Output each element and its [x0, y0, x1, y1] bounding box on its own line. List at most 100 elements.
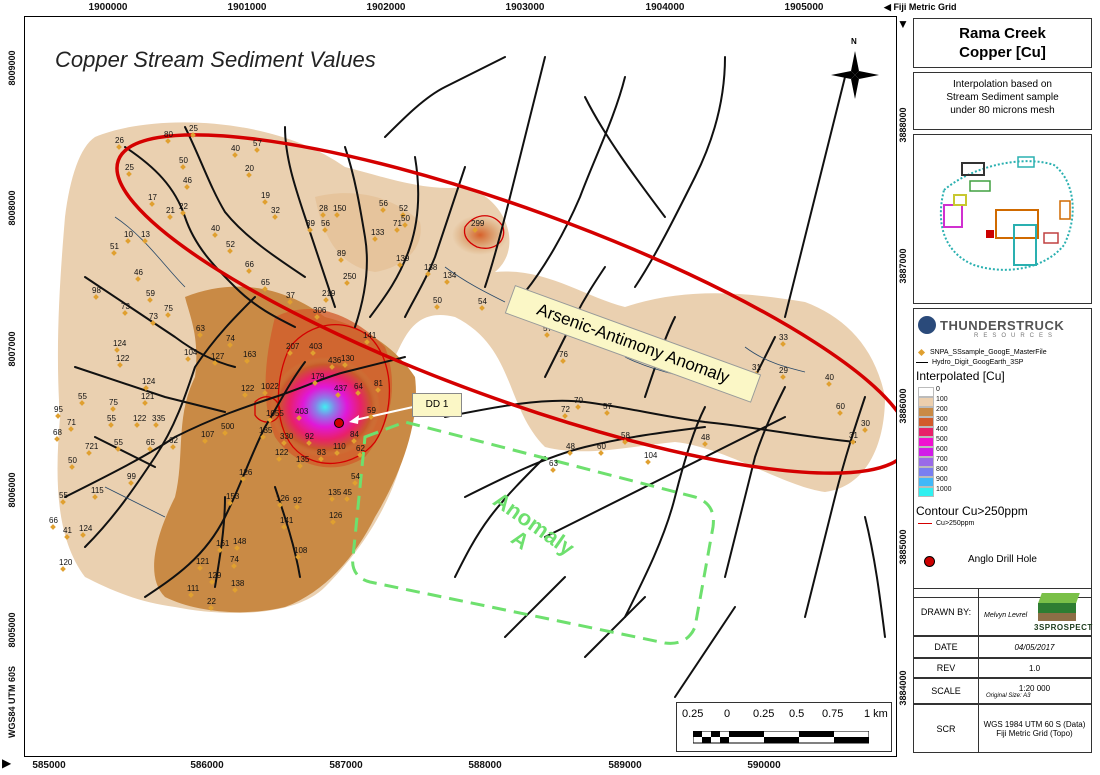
- sample-point[interactable]: [185, 356, 191, 362]
- sample-point[interactable]: [147, 297, 153, 303]
- sample-point[interactable]: [330, 519, 336, 525]
- sample-point[interactable]: [314, 314, 320, 320]
- sample-point[interactable]: [372, 236, 378, 242]
- sample-point[interactable]: [108, 422, 114, 428]
- sample-point[interactable]: [254, 147, 260, 153]
- sample-point[interactable]: [780, 341, 786, 347]
- sample-point[interactable]: [780, 374, 786, 380]
- sample-point[interactable]: [116, 144, 122, 150]
- sample-point[interactable]: [114, 347, 120, 353]
- sample-point[interactable]: [110, 406, 116, 412]
- sample-point[interactable]: [434, 304, 440, 310]
- sample-point[interactable]: [180, 210, 186, 216]
- sample-point[interactable]: [184, 184, 190, 190]
- sample-point[interactable]: [122, 310, 128, 316]
- sample-point[interactable]: [227, 248, 233, 254]
- sample-point[interactable]: [375, 387, 381, 393]
- sample-point[interactable]: [837, 410, 843, 416]
- sample-point[interactable]: [307, 227, 313, 233]
- sample-point[interactable]: [212, 232, 218, 238]
- sample-point[interactable]: [598, 450, 604, 456]
- sample-point[interactable]: [125, 238, 131, 244]
- sample-point[interactable]: [170, 444, 176, 450]
- sample-point[interactable]: [295, 554, 301, 560]
- sample-point[interactable]: [167, 214, 173, 220]
- sample-point[interactable]: [323, 297, 329, 303]
- sample-point[interactable]: [281, 440, 287, 446]
- sample-point[interactable]: [479, 305, 485, 311]
- sample-point[interactable]: [134, 422, 140, 428]
- sample-point[interactable]: [322, 227, 328, 233]
- sample-point[interactable]: [604, 410, 610, 416]
- sample-point[interactable]: [227, 342, 233, 348]
- sample-point[interactable]: [380, 207, 386, 213]
- sample-point[interactable]: [142, 400, 148, 406]
- sample-point[interactable]: [246, 268, 252, 274]
- sample-point[interactable]: [368, 414, 374, 420]
- sample-point[interactable]: [232, 587, 238, 593]
- sample-point[interactable]: [209, 579, 215, 585]
- sample-point[interactable]: [306, 440, 312, 446]
- sample-point[interactable]: [212, 360, 218, 366]
- sample-point[interactable]: [188, 592, 194, 598]
- sample-point[interactable]: [143, 385, 149, 391]
- sample-point[interactable]: [92, 494, 98, 500]
- sample-point[interactable]: [294, 504, 300, 510]
- sample-point[interactable]: [149, 201, 155, 207]
- sample-point[interactable]: [227, 500, 233, 506]
- sample-point[interactable]: [334, 212, 340, 218]
- sample-point[interactable]: [142, 238, 148, 244]
- sample-point[interactable]: [826, 381, 832, 387]
- sample-point[interactable]: [135, 276, 141, 282]
- sample-point[interactable]: [329, 364, 335, 370]
- sample-point[interactable]: [202, 438, 208, 444]
- sample-point[interactable]: [550, 467, 556, 473]
- sample-point[interactable]: [850, 439, 856, 445]
- sample-point[interactable]: [544, 332, 550, 338]
- sample-point[interactable]: [80, 532, 86, 538]
- sample-point[interactable]: [231, 563, 237, 569]
- sample-point[interactable]: [260, 434, 266, 440]
- sample-point[interactable]: [222, 430, 228, 436]
- sample-point[interactable]: [242, 392, 248, 398]
- sample-point[interactable]: [50, 524, 56, 530]
- sample-point[interactable]: [862, 427, 868, 433]
- sample-point[interactable]: [335, 392, 341, 398]
- sample-point[interactable]: [64, 534, 70, 540]
- sample-point[interactable]: [296, 415, 302, 421]
- sample-point[interactable]: [281, 524, 287, 530]
- sample-point[interactable]: [342, 362, 348, 368]
- sample-point[interactable]: [344, 280, 350, 286]
- sample-point[interactable]: [165, 138, 171, 144]
- sample-point[interactable]: [645, 459, 651, 465]
- drill-hole-marker[interactable]: [334, 418, 344, 428]
- sample-point[interactable]: [357, 452, 363, 458]
- sample-point[interactable]: [246, 172, 252, 178]
- sample-point[interactable]: [444, 279, 450, 285]
- sample-point[interactable]: [60, 566, 66, 572]
- sample-point[interactable]: [334, 450, 340, 456]
- sample-point[interactable]: [276, 456, 282, 462]
- sample-point[interactable]: [351, 438, 357, 444]
- sample-point[interactable]: [93, 294, 99, 300]
- sample-point[interactable]: [262, 286, 268, 292]
- sample-point[interactable]: [277, 502, 283, 508]
- sample-point[interactable]: [622, 439, 628, 445]
- sample-point[interactable]: [472, 227, 478, 233]
- sample-point[interactable]: [562, 413, 568, 419]
- sample-point[interactable]: [208, 605, 214, 611]
- sample-point[interactable]: [575, 404, 581, 410]
- sample-point[interactable]: [394, 227, 400, 233]
- sample-point[interactable]: [318, 456, 324, 462]
- sample-point[interactable]: [364, 339, 370, 345]
- sample-point[interactable]: [244, 358, 250, 364]
- sample-point[interactable]: [234, 545, 240, 551]
- sample-point[interactable]: [397, 262, 403, 268]
- sample-point[interactable]: [180, 164, 186, 170]
- sample-point[interactable]: [240, 476, 246, 482]
- sample-point[interactable]: [567, 450, 573, 456]
- sample-point[interactable]: [272, 214, 278, 220]
- sample-point[interactable]: [344, 496, 350, 502]
- sample-point[interactable]: [190, 132, 196, 138]
- sample-point[interactable]: [117, 362, 123, 368]
